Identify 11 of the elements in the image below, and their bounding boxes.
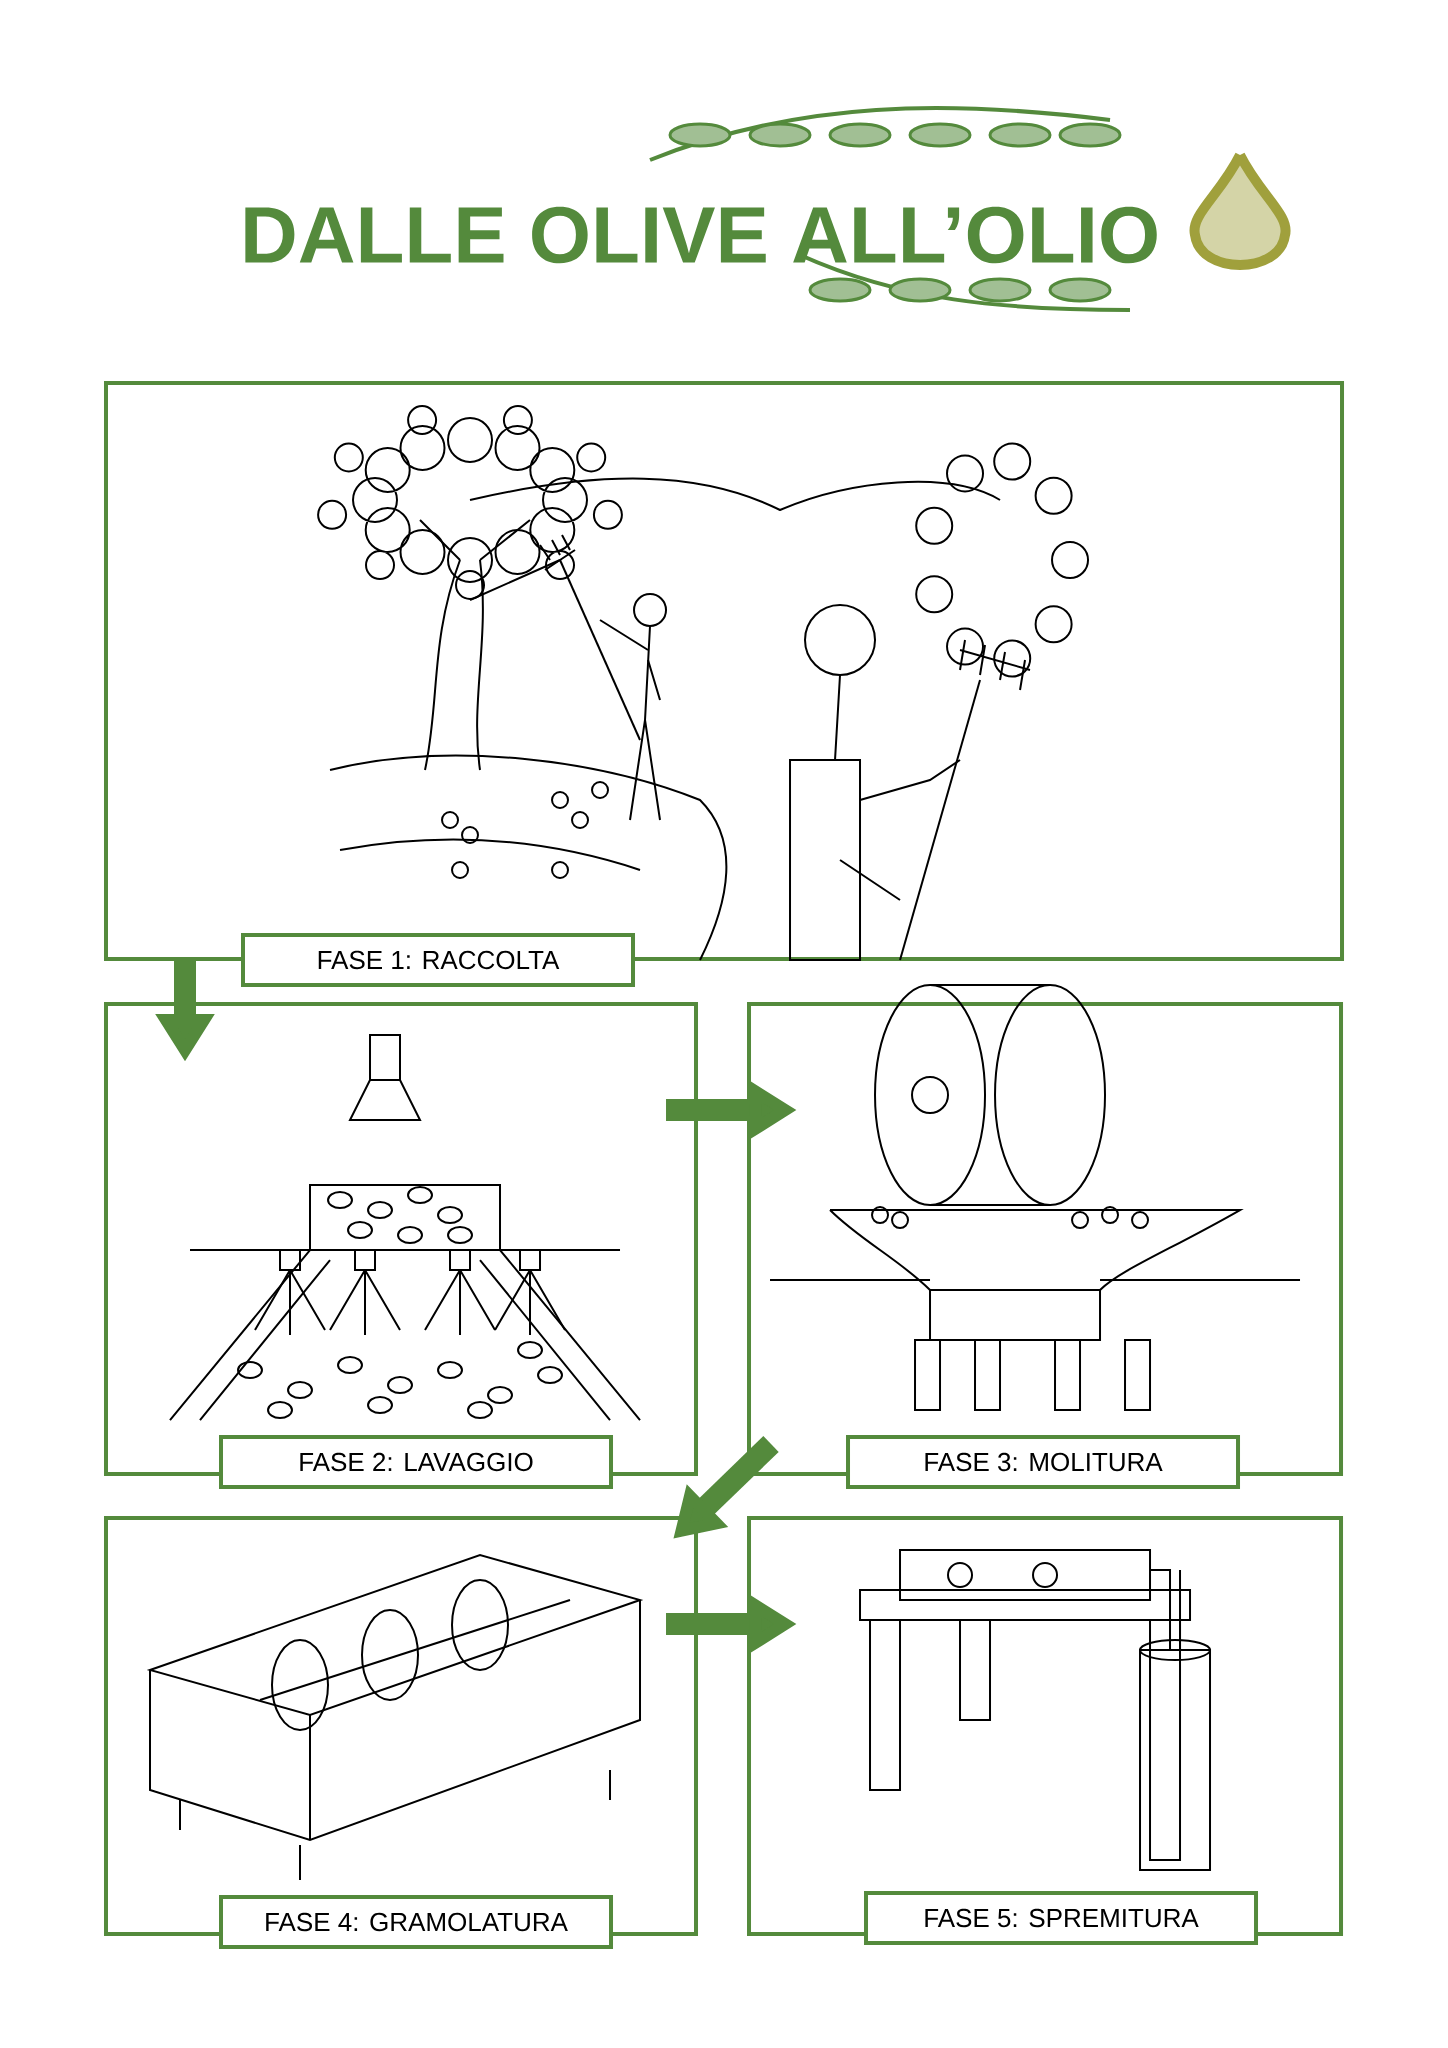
step-label: FASE 4: GRAMOLATURA [219,1895,613,1949]
step-label: FASE 5: SPREMITURA [864,1891,1258,1946]
panel [104,1516,698,1949]
title: DALLE OLIVE ALL’OLIO [245,206,1157,264]
step-label: FASE 2: LAVAGGIO [219,1435,613,1489]
panel [747,1516,1343,1946]
step-label: FASE 3: MOLITURA [846,1435,1240,1489]
panel [747,1002,1343,1489]
panel [104,1002,698,1489]
panel [104,381,1344,987]
step-label: FASE 1: RACCOLTA [241,933,635,987]
